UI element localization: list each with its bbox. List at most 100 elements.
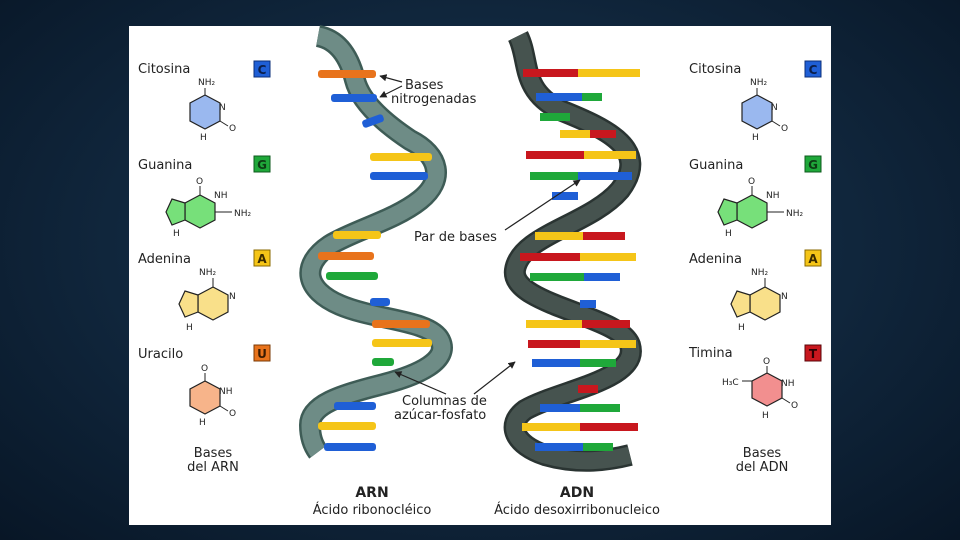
- dna-subtitle: Ácido desoxirribonucleico: [494, 502, 660, 518]
- dna-base: [590, 130, 616, 138]
- rna-base: [372, 339, 432, 347]
- rna-base: [333, 231, 381, 239]
- badge-letter-a-rna: A: [257, 252, 267, 266]
- rna-base: [362, 114, 384, 128]
- svg-text:NH₂: NH₂: [750, 78, 768, 88]
- svg-text:NH₂: NH₂: [786, 209, 804, 219]
- badge-c-dna: [804, 60, 822, 78]
- rna-bases-list: Citosina C NH₂ O N H Guanina G O: [138, 60, 271, 475]
- svg-text:NH₂: NH₂: [198, 78, 216, 88]
- rna-base: [372, 320, 430, 328]
- diagram-panel: [129, 26, 831, 525]
- dna-base: [580, 359, 616, 367]
- dna-base: [580, 404, 620, 412]
- badge-c-rna: [253, 60, 271, 78]
- dna-base: [560, 130, 590, 138]
- svg-text:H: H: [738, 323, 745, 333]
- rna-base: [331, 94, 377, 102]
- svg-text:H: H: [199, 418, 206, 428]
- dna-base: [530, 273, 584, 281]
- uracil-molecule-rna: O NH O H: [189, 364, 236, 428]
- columnas-label-1: Columnas de: [402, 394, 487, 409]
- dna-base: [528, 340, 580, 348]
- bases-nitrogenadas-label-1: Bases: [405, 78, 444, 93]
- svg-text:H: H: [762, 411, 769, 421]
- rna-bases: [318, 70, 432, 451]
- rna-base: [372, 358, 394, 366]
- rna-base: [370, 172, 428, 180]
- dna-base: [523, 69, 578, 77]
- rna-base: [370, 298, 390, 306]
- badge-letter-a-dna: A: [808, 252, 818, 266]
- svg-text:H: H: [200, 133, 207, 143]
- svg-text:NH: NH: [219, 387, 233, 397]
- badge-a-dna: [804, 249, 822, 267]
- dna-base: [583, 232, 625, 240]
- columnas-label-2: azúcar-fosfato: [394, 408, 486, 423]
- dna-base: [584, 273, 620, 281]
- dna-helix: [503, 31, 642, 472]
- dna-title: ADN: [560, 485, 594, 501]
- svg-text:H₃C: H₃C: [722, 378, 739, 388]
- badge-letter-c-rna: C: [258, 63, 267, 77]
- bases-nitrogenadas-label-2: nitrogenadas: [391, 92, 477, 107]
- dna-base: [535, 443, 583, 451]
- svg-text:H: H: [173, 229, 180, 239]
- dna-base: [532, 359, 580, 367]
- rna-title: ARN: [355, 485, 388, 501]
- dna-base-pairs: [520, 69, 640, 451]
- badge-u-rna: [253, 344, 271, 362]
- svg-text:N: N: [771, 103, 778, 113]
- svg-text:O: O: [763, 357, 770, 367]
- dna-base: [580, 340, 636, 348]
- par-de-bases-label: Par de bases: [414, 230, 497, 245]
- cytosine-molecule-dna: NH₂ O N H: [741, 78, 788, 143]
- dna-bases-caption-line1: Bases: [743, 446, 782, 461]
- svg-text:O: O: [791, 401, 798, 411]
- svg-text:NH₂: NH₂: [234, 209, 252, 219]
- adenine-molecule-rna: NH₂ N H: [178, 268, 236, 333]
- base-name-adenine-dna: Adenina: [689, 252, 742, 267]
- dna-base: [535, 232, 583, 240]
- svg-text:O: O: [229, 124, 236, 134]
- svg-text:H: H: [725, 229, 732, 239]
- dna-base: [584, 151, 636, 159]
- guanine-molecule-dna: O NH NH₂ H: [717, 177, 804, 239]
- badge-letter-c-dna: C: [809, 63, 818, 77]
- svg-text:N: N: [781, 292, 788, 302]
- dna-base: [582, 320, 630, 328]
- dna-base: [580, 300, 596, 308]
- badge-letter-g-rna: G: [257, 158, 267, 172]
- dna-base: [583, 443, 613, 451]
- rna-bases-caption-line2: del ARN: [187, 460, 239, 475]
- dna-base: [578, 385, 598, 393]
- dna-base: [540, 113, 570, 121]
- svg-text:N: N: [229, 292, 236, 302]
- dna-base: [580, 253, 636, 261]
- badge-a-rna: [253, 249, 271, 267]
- dna-base: [520, 253, 580, 261]
- badge-g-dna: [804, 155, 822, 173]
- base-name-adenine-rna: Adenina: [138, 252, 191, 267]
- base-name-thymine-dna: Timina: [688, 346, 733, 361]
- dna-bases-caption-line2: del ADN: [736, 460, 789, 475]
- badge-t-dna: [804, 344, 822, 362]
- rna-base: [326, 272, 378, 280]
- dna-base: [578, 69, 640, 77]
- dna-base: [552, 192, 578, 200]
- badge-g-rna: [253, 155, 271, 173]
- dna-base: [582, 93, 602, 101]
- svg-text:N: N: [219, 103, 226, 113]
- rna-base: [318, 422, 376, 430]
- svg-text:O: O: [781, 124, 788, 134]
- cytosine-molecule-rna: NH₂ O N H: [189, 78, 236, 143]
- svg-text:NH: NH: [214, 191, 228, 201]
- svg-text:NH₂: NH₂: [751, 268, 769, 278]
- svg-text:O: O: [748, 177, 755, 187]
- svg-text:O: O: [229, 409, 236, 419]
- dna-base: [540, 404, 580, 412]
- badge-letter-t-dna: T: [809, 347, 818, 361]
- svg-text:NH₂: NH₂: [199, 268, 217, 278]
